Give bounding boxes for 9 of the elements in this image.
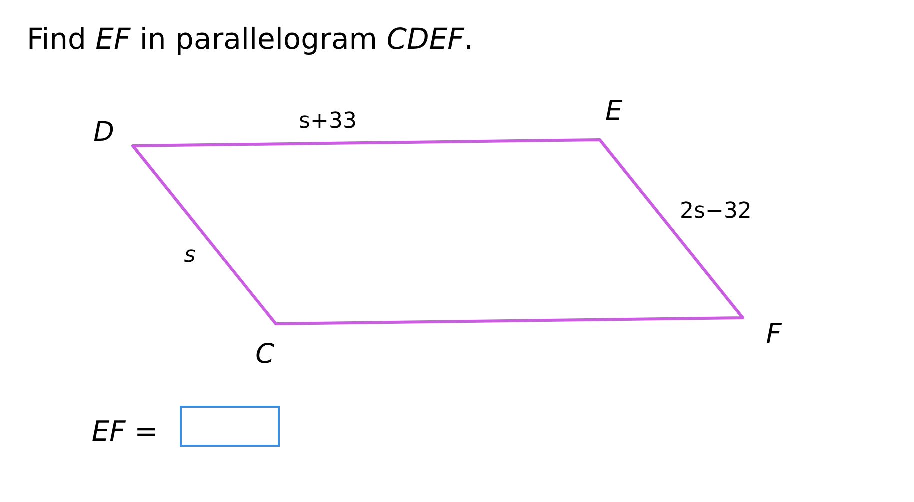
side-length-label: 2s−32 <box>680 200 752 224</box>
side-length-label: s+33 <box>299 110 357 134</box>
side-length-label: s <box>184 244 196 268</box>
vertex-label: C <box>256 340 274 370</box>
vertex-label: E <box>605 97 623 127</box>
question-text: Find EF in parallelogram CDEF. <box>27 24 474 56</box>
vertex-label: F <box>766 320 782 350</box>
vertex-label: D <box>94 118 114 148</box>
answer-prompt: EF = <box>92 416 158 448</box>
